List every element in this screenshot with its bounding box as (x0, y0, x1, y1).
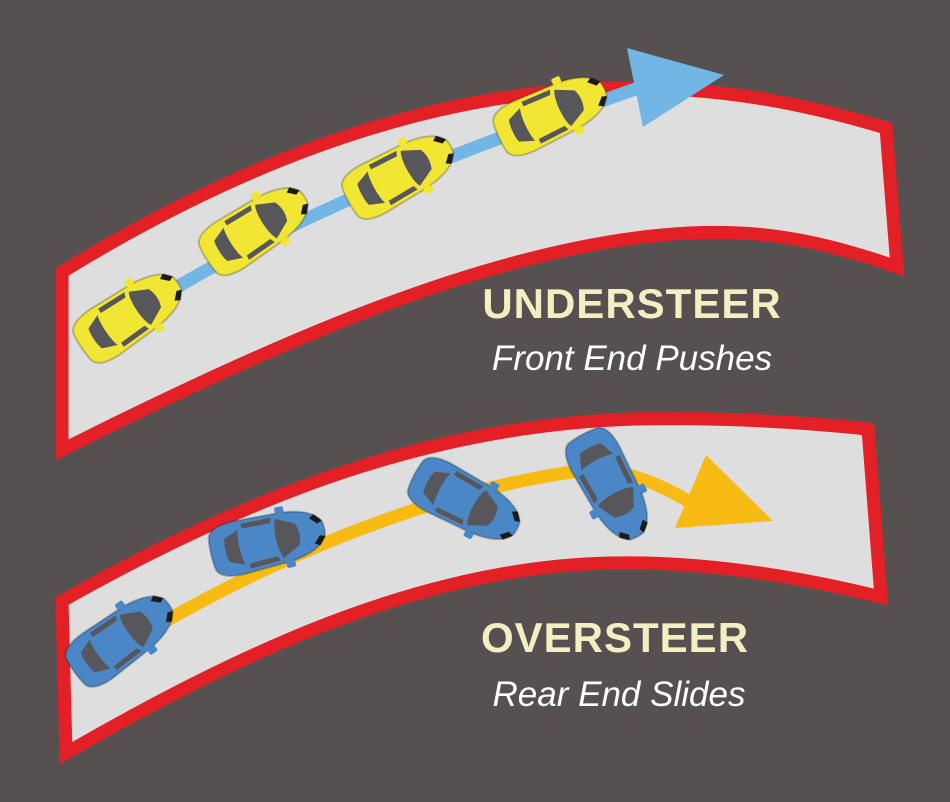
understeer-road (55, 81, 905, 461)
understeer-arrowhead (627, 48, 724, 127)
oversteer-subtitle: Rear End Slides (493, 675, 746, 714)
understeer-title: UNDERSTEER (482, 280, 781, 327)
oversteer-arrowhead (675, 455, 773, 528)
oversteer-road (55, 412, 889, 765)
understeer-subtitle: Front End Pushes (492, 339, 772, 378)
oversteer-title: OVERSTEER (481, 614, 749, 661)
